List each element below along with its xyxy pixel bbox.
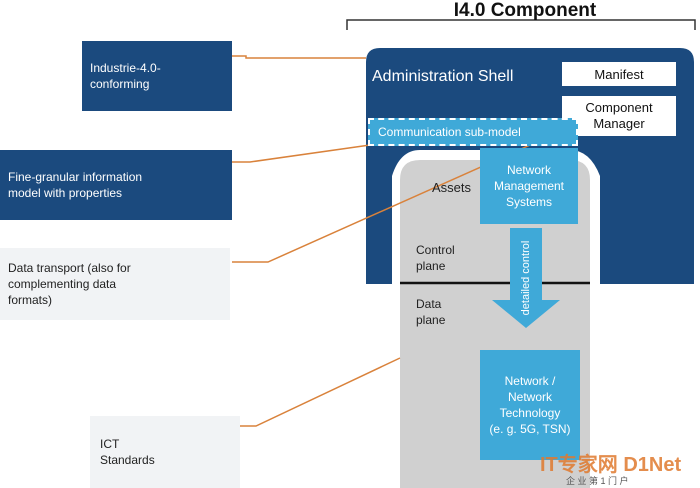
connector-3 (232, 136, 549, 263)
label-information-model: Fine-granular information model with pro… (0, 150, 232, 220)
connector-2 (232, 144, 371, 163)
network-technology-box: Network / Network Technology (e. g. 5G, … (480, 350, 580, 460)
assets-label: Assets (432, 180, 472, 195)
control-plane-label: Control plane (416, 243, 455, 273)
comm-submodel-box: Communication sub-model (368, 118, 578, 146)
detailed-control-arrow (492, 228, 560, 328)
watermark-sub: 企 业 第 1 门 户 (566, 476, 629, 486)
label-industrie-conforming: Industrie-4.0- conforming (82, 41, 232, 111)
watermark-brand: IT专家网 D1Net (540, 454, 682, 476)
connector-4 (240, 357, 401, 427)
label-ict-standards: ICT Standards (90, 416, 240, 488)
connector-1 (232, 55, 366, 59)
nms-box: Network Management Systems (480, 148, 578, 224)
label-data-transport: Data transport (also for complementing d… (0, 248, 230, 320)
data-plane-label: Data plane (416, 297, 446, 327)
manifest-box: Manifest (562, 62, 676, 86)
component-title: I4.0 Component (453, 0, 597, 21)
admin-shell-title: Administration Shell (372, 68, 514, 85)
component-manager-box: Component Manager (562, 96, 676, 136)
arrow-label: detailed control (520, 240, 532, 316)
component-bracket (346, 19, 696, 30)
